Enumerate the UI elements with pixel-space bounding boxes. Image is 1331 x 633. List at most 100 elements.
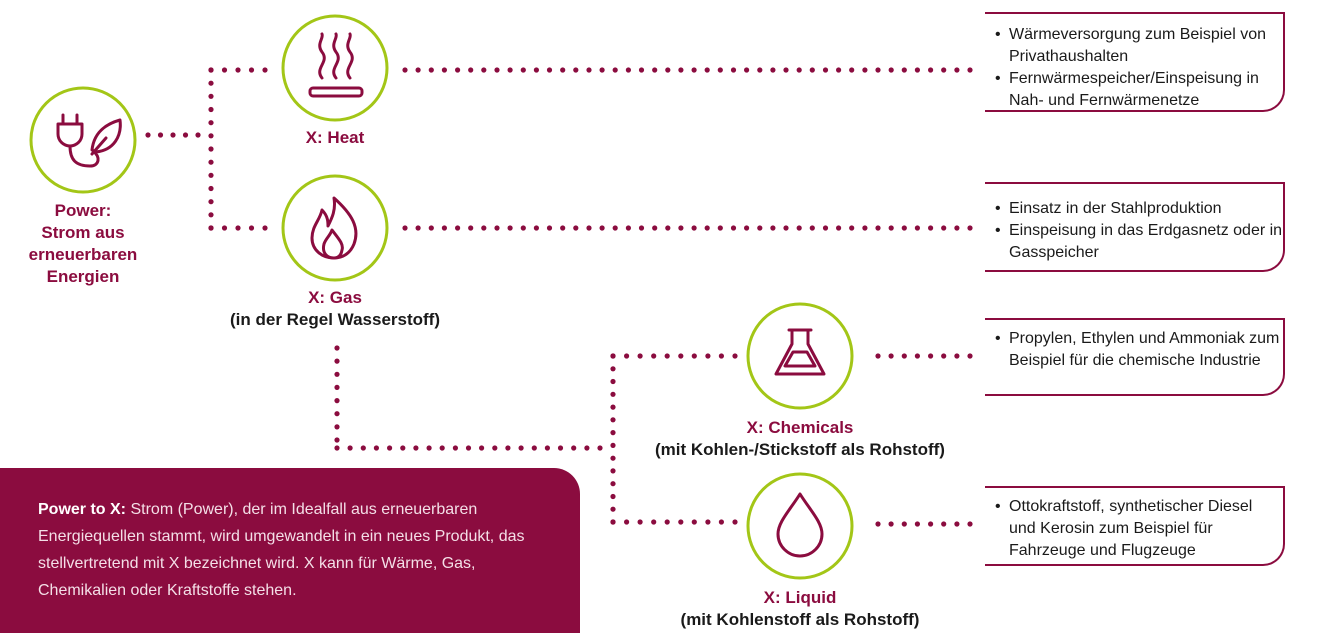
connector-dot — [967, 521, 973, 527]
connector-dot — [428, 225, 434, 231]
connector-dot — [610, 519, 616, 525]
gas-box-item: Einsatz in der Stahlproduktion — [995, 198, 1283, 220]
connector-dot — [481, 225, 487, 231]
connector-dot — [678, 519, 684, 525]
connector-dot — [875, 521, 881, 527]
connector-dot — [546, 67, 553, 73]
chemicals-box-item: Propylen, Ethylen und Ammoniak zum Beisp… — [995, 328, 1283, 372]
connector-dot — [941, 353, 947, 359]
connector-dot — [208, 93, 214, 99]
connector-dot — [901, 67, 907, 73]
connector-dot — [610, 493, 616, 500]
connector-dot — [914, 353, 921, 359]
connector-dot — [415, 67, 421, 73]
liquid-box-item: Ottokraftstoff, synthetischer Diesel und… — [995, 496, 1283, 562]
connector-dot — [334, 358, 340, 364]
connector-dot — [744, 225, 750, 231]
connector-dot — [914, 225, 921, 231]
connector-dot — [494, 225, 500, 231]
plug-leaf-icon — [56, 113, 122, 168]
heat-box-item: Fernwärmespeicher/Einspeisung in Nah- un… — [995, 68, 1283, 112]
connector-dot — [967, 353, 973, 359]
connector-dot — [849, 67, 855, 73]
connector-dot — [652, 225, 658, 231]
connector-dot — [347, 445, 353, 451]
gas-node — [281, 174, 389, 282]
connector-dot — [334, 424, 340, 430]
connector-dot — [809, 225, 815, 231]
connector-dot — [610, 391, 616, 397]
connector-dot — [796, 67, 802, 73]
connector-dot — [664, 519, 670, 525]
connector-dot — [941, 67, 947, 73]
connector-dot — [262, 225, 268, 231]
connector-dot — [208, 146, 214, 152]
connector-dot — [862, 67, 868, 73]
connector-dot — [888, 225, 894, 231]
connector-dot — [875, 67, 881, 73]
connector-dot — [941, 521, 947, 527]
connector-dot — [849, 225, 855, 231]
connector-dot — [520, 67, 526, 73]
connector-dot — [678, 353, 684, 359]
connector-dot — [235, 225, 241, 231]
connector-dot — [770, 67, 776, 73]
connector-dot — [208, 159, 214, 165]
gas-title: X: Gas — [308, 288, 362, 307]
connector-dot — [967, 225, 973, 231]
connector-dot — [691, 225, 697, 231]
power-title-line-1: Power: — [54, 201, 112, 220]
connector-dot — [638, 225, 645, 231]
connector-dot — [599, 225, 605, 231]
info-lead: Power to X: — [38, 501, 127, 518]
chemicals-subtitle: (mit Kohlen-/Stickstoff als Rohstoff) — [655, 440, 945, 459]
flame-icon — [310, 196, 358, 260]
connector-dot — [573, 225, 579, 231]
liquid-node — [746, 472, 854, 580]
connector-dot — [691, 67, 697, 73]
liquid-subtitle: (mit Kohlenstoff als Rohstoff) — [680, 610, 920, 629]
connector-dot — [452, 445, 458, 451]
connector-dot — [334, 445, 340, 451]
connector-dot — [546, 225, 553, 231]
connector-dot — [571, 445, 577, 451]
connector-dot — [208, 133, 214, 139]
connector-dot — [334, 437, 340, 443]
connector-dot — [901, 521, 907, 527]
connector-dot — [796, 225, 802, 231]
connector-dot — [170, 132, 176, 138]
connector-dot — [455, 67, 461, 73]
power-ring — [29, 86, 137, 194]
connector-dot — [612, 225, 618, 231]
connector-dot — [455, 225, 461, 231]
connector-dot — [145, 132, 151, 138]
connector-dot — [441, 67, 447, 73]
connector-dot — [492, 445, 498, 451]
connector-dot — [208, 225, 214, 231]
connector-dot — [704, 67, 710, 73]
connector-dot — [610, 366, 616, 372]
connector-dot — [757, 67, 763, 73]
connector-dot — [954, 225, 960, 231]
connector-dot — [610, 353, 616, 359]
connector-dot — [221, 225, 228, 231]
connector-dot — [531, 445, 537, 451]
connector-dot — [705, 353, 711, 359]
connector-dot — [235, 67, 241, 73]
liquid-box: Ottokraftstoff, synthetischer Diesel und… — [985, 486, 1285, 566]
connector-dot — [586, 67, 592, 73]
power-label: Power: Strom aus erneuerbaren Energien — [28, 200, 138, 288]
connector-dot — [221, 67, 228, 73]
connector-dot — [610, 506, 616, 512]
chemicals-ring — [746, 302, 854, 410]
connector-dot — [208, 67, 214, 73]
connector-dot — [928, 225, 934, 231]
chemicals-node — [746, 302, 854, 410]
connector-dot — [208, 80, 214, 86]
connector-dot — [822, 67, 829, 73]
connector-dot — [533, 225, 540, 231]
connector-dot — [208, 106, 214, 113]
connector-dot — [426, 445, 432, 451]
heat-box: Wärmeversorgung zum Beispiel von Privath… — [985, 12, 1285, 112]
